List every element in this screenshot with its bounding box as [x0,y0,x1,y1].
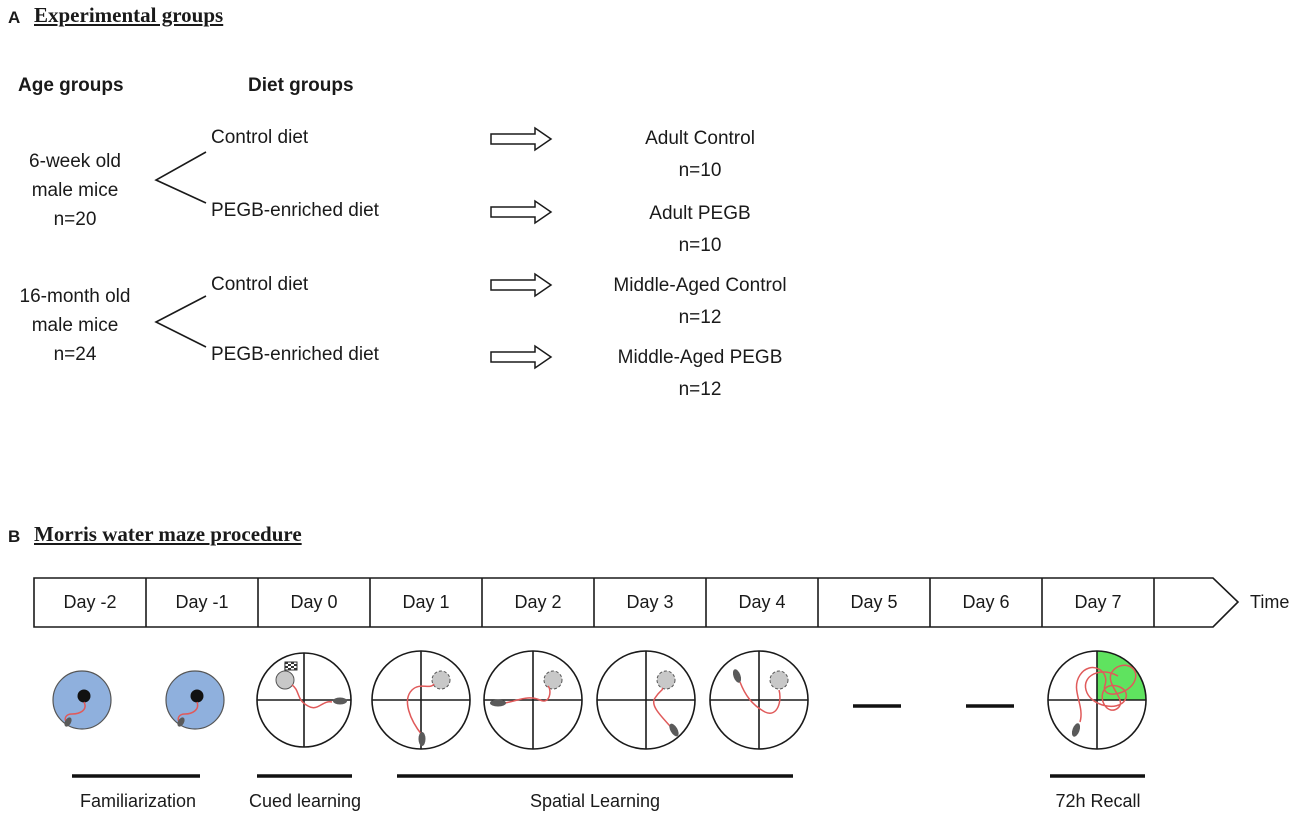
group-assignment-diagram [154,126,553,370]
outcome-count: n=12 [678,379,722,400]
outcome-count: n=10 [678,235,722,256]
timeline-day: Day 2 [514,592,562,612]
age-group-label: 16-month old [19,286,131,307]
outcome-group: Adult Control n=10 [560,123,840,187]
timeline-day: Day 6 [962,592,1010,612]
timeline-day: Day 5 [850,592,898,612]
age-group-label: male mice [31,180,119,201]
age-group-adult: 6-week old male mice n=20 [0,147,150,234]
timeline-day: Day 0 [290,592,338,612]
outcome-name: Adult PEGB [649,203,751,224]
familiarization-pool [52,670,112,730]
timeline-day: Day 7 [1074,592,1122,612]
outcome-group: Middle-Aged PEGB n=12 [560,342,840,406]
phase-label: Cued learning [248,791,362,811]
familiarization-pool [165,670,225,730]
age-group-label: 6-week old [29,151,121,172]
mouse-icon [1071,723,1081,737]
right-arrow-icon [490,272,553,298]
diet-groups-header: Diet groups [248,75,354,96]
spatial-learning-pool [371,650,471,750]
timeline-day: Day -2 [63,592,117,612]
diet-label: Control diet [211,274,309,295]
age-groups-header: Age groups [18,75,124,96]
diet-label: PEGB-enriched diet [211,344,379,365]
diet-label: Control diet [211,127,309,148]
mouse-icon [669,723,679,737]
outcome-group: Adult PEGB n=10 [560,198,840,262]
phase-label: Spatial Learning [529,791,661,811]
outcome-name: Middle-Aged PEGB [617,347,783,368]
age-group-count: n=20 [53,209,97,230]
diet-label: PEGB-enriched diet [211,200,379,221]
mouse-icon [490,699,506,707]
mouse-icon [732,669,742,683]
spatial-learning-pool [483,650,583,750]
right-arrow-icon [490,199,553,225]
right-arrow-icon [490,126,553,152]
mouse-icon [333,697,347,705]
timeline-day: Day 4 [738,592,786,612]
time-axis-label: Time [1250,592,1290,612]
right-arrow-icon [490,344,553,370]
phase-label: Familiarization [79,791,197,811]
timeline-day: Day -1 [175,592,229,612]
timeline-arrow [33,577,1240,628]
panel-a-title: Experimental groups [34,3,224,27]
outcome-group: Middle-Aged Control n=12 [560,270,840,334]
phase-label: 72h Recall [1055,791,1141,811]
timeline-day: Day 1 [402,592,450,612]
panel-b-title: Morris water maze procedure [34,522,302,546]
target-quadrant [1097,651,1146,700]
spatial-learning-pool [596,650,696,750]
age-group-label: male mice [31,315,119,336]
branch-lines-adult [154,151,207,204]
timeline-day: Day 3 [626,592,674,612]
branch-lines-middle-aged [154,295,207,348]
outcome-count: n=10 [678,160,722,181]
outcome-name: Adult Control [645,128,755,149]
outcome-count: n=12 [678,307,722,328]
cued-learning-pool [256,652,352,748]
age-group-middle-aged: 16-month old male mice n=24 [0,282,150,369]
recall-pool [1047,650,1147,750]
outcome-name: Middle-Aged Control [613,275,787,296]
mouse-icon [418,732,426,746]
panel-a-letter: A [8,8,21,27]
panel-b-letter: B [8,527,21,546]
spatial-learning-pool [709,650,809,750]
age-group-count: n=24 [53,344,97,365]
